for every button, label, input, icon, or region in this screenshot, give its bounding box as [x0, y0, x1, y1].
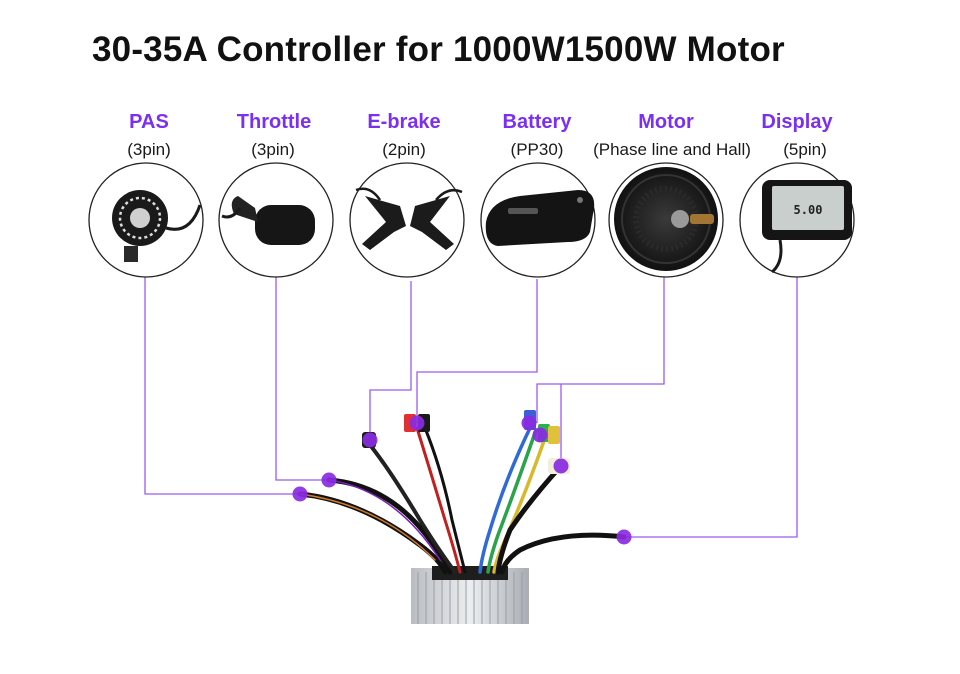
lcd-display-icon: 5.00 [739, 162, 855, 278]
line-motor-1 [536, 277, 665, 423]
label-ebrake: E-brake [367, 111, 441, 133]
dot-battery [409, 415, 425, 431]
label-display: Display [761, 111, 833, 133]
line-battery [416, 279, 538, 423]
detail-throttle: (3pin) [251, 140, 295, 159]
connector-lines [144, 276, 798, 538]
detail-battery: (PP30) [510, 140, 564, 159]
connection-dots [292, 415, 632, 545]
dot-motor-hall [553, 458, 569, 474]
label-throttle: Throttle [236, 111, 312, 133]
detail-motor: (Phase line and Hall) [593, 140, 751, 159]
dot-throttle [321, 472, 337, 488]
detail-display: (5pin) [783, 140, 827, 159]
display-reading: 5.00 [794, 203, 823, 217]
pas-sensor-icon [88, 162, 204, 278]
dot-pas [292, 486, 308, 502]
battery-pack-icon [480, 162, 596, 278]
dot-display [616, 529, 632, 545]
label-motor: Motor [638, 111, 694, 133]
detail-pas: (3pin) [127, 140, 171, 159]
dot-motor-phase-a [521, 415, 537, 431]
controller-box [411, 566, 529, 624]
line-ebrake [369, 281, 412, 440]
line-throttle [275, 276, 329, 481]
hub-motor-icon [608, 162, 724, 278]
brake-levers-icon [349, 162, 465, 278]
line-display [624, 277, 798, 538]
label-pas: PAS [129, 111, 169, 133]
detail-ebrake: (2pin) [382, 140, 426, 159]
label-battery: Battery [502, 111, 572, 133]
wire-bundle [297, 426, 627, 575]
thumb-throttle-icon [218, 162, 334, 278]
line-pas [144, 276, 300, 495]
diagram-title: 30-35A Controller for 1000W1500W Motor [92, 30, 785, 69]
dot-motor-phase-b [532, 427, 548, 443]
dot-ebrake [362, 432, 378, 448]
